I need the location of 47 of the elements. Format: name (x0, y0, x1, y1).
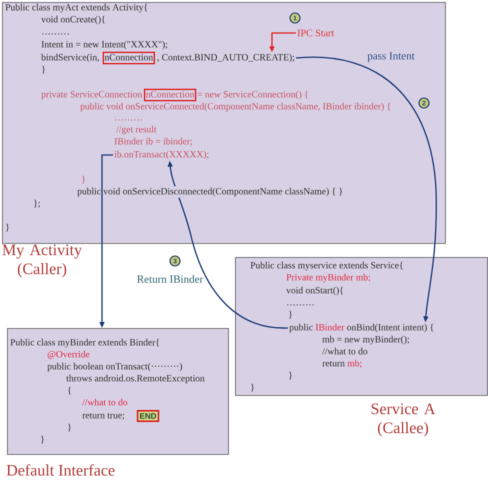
code-line: @Override (48, 350, 90, 360)
code-line: public void onServiceDisconnected(ComponentName className) { } (77, 188, 342, 196)
end-box: END (136, 410, 160, 422)
code-line: throws android.os.RemoteException (66, 374, 205, 384)
code-line: Public class myBinder extends Binder{ (10, 338, 160, 348)
code-line: public boolean onTransact(·········) (47, 362, 182, 372)
code-line: IBinder ib = ibinder; (114, 138, 192, 146)
code-line: //what to do (322, 348, 368, 354)
code-line: } (68, 424, 71, 432)
code-line: Private myBinder mb; (286, 274, 370, 282)
code-line: }; (34, 200, 40, 208)
code-line: //what to do (82, 398, 128, 406)
code-line: ib.onTransact(XXXXX); (114, 150, 208, 160)
annotation-text: IPC Start (298, 30, 334, 36)
code-line: } (289, 310, 292, 319)
code-line: return true; (82, 413, 124, 420)
panel-label: Service A (Callee) (372, 404, 436, 436)
panel-label: My Activity (Caller) (2, 244, 82, 278)
code-line: public IBinder onBind(Intent intent) { (289, 324, 434, 332)
code-line: { (68, 386, 71, 395)
code-line: public void onServiceConnected(ComponentName className, IBinder ibinder) { (80, 102, 390, 112)
code-line: } (251, 384, 254, 392)
code-line: } (6, 224, 9, 232)
code-line: return mb; (322, 360, 362, 368)
code-line: void onCreate(){ (41, 16, 105, 24)
code-line: } (41, 436, 44, 444)
code-line: ……… (115, 119, 142, 120)
code-line: //get result (116, 126, 157, 134)
code-line: Intent in = new Intent("XXXX"); (42, 40, 168, 50)
edge-label: Return IBinder (136, 274, 204, 284)
code-line: private ServiceConnection (41, 91, 142, 100)
code-line: mb = new myBinder(); (322, 336, 409, 344)
panel-label: Default Interface (6, 464, 114, 476)
code-line: bindService(in, (41, 54, 99, 62)
code-line: void onStart(){ (286, 286, 343, 296)
highlight-box: nConnection (144, 88, 196, 102)
code-line: ……… (287, 304, 314, 306)
code-line: } (82, 176, 85, 184)
highlight-box: nConnection (102, 52, 155, 64)
code-line: } (289, 372, 292, 380)
code-line: Public class myAct extends Activity{ (6, 4, 148, 12)
edge-label: pass Intent (366, 51, 416, 63)
code-line: = new ServiceConnection() { (198, 90, 308, 100)
code-line: } (42, 66, 45, 74)
code-line: , Context.BIND_AUTO_CREATE); (157, 54, 294, 62)
code-line: ……… (42, 33, 69, 34)
code-line: Public class myservice extends Service{ (250, 262, 403, 270)
